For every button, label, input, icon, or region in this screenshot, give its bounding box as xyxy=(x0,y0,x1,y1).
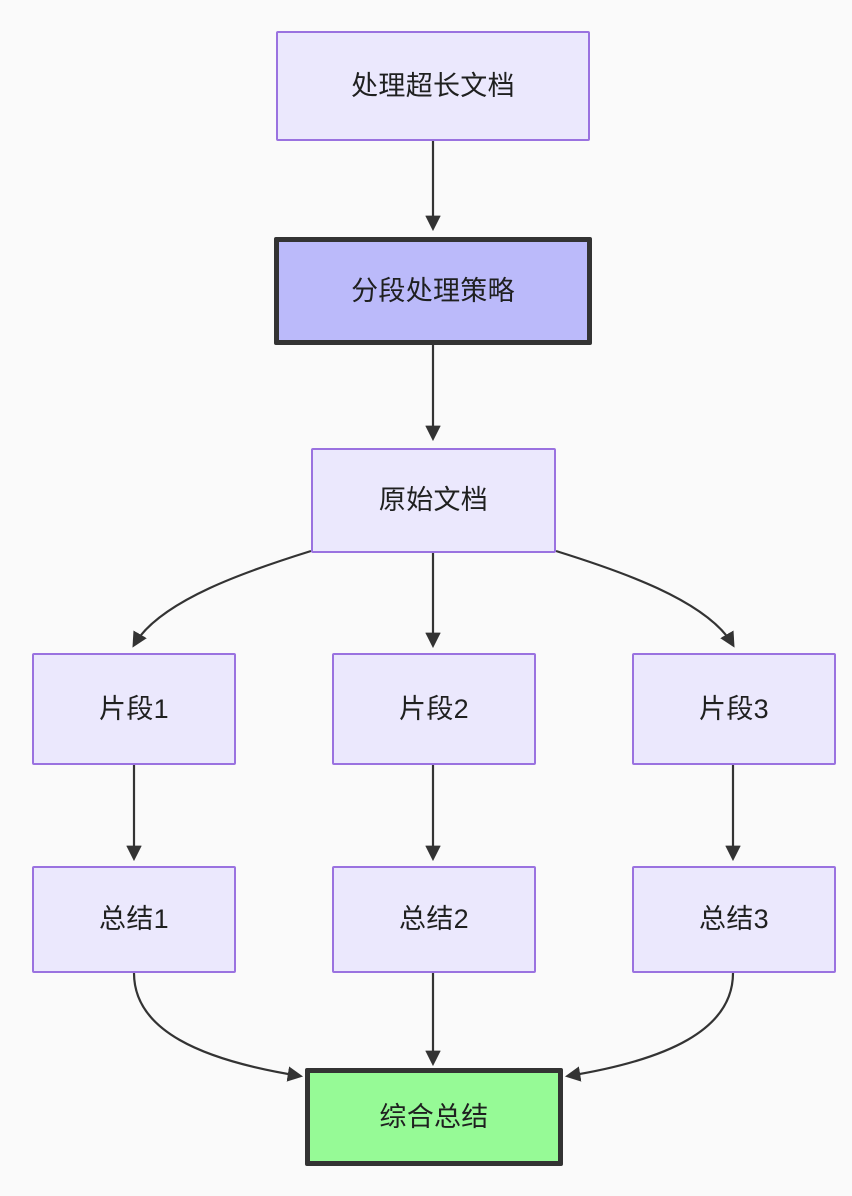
node-label: 片段2 xyxy=(399,693,469,724)
node-label: 片段1 xyxy=(99,693,169,724)
node-label: 总结3 xyxy=(699,904,769,935)
edge-n7-n10 xyxy=(132,972,304,1082)
edge-n3-n6 xyxy=(555,549,735,648)
node-label: 综合总结 xyxy=(379,1101,489,1132)
node-label: 原始文档 xyxy=(378,485,489,516)
node-segment-2[interactable]: 片段2 xyxy=(332,653,536,765)
node-segment-3[interactable]: 片段3 xyxy=(632,653,836,765)
node-summary-2[interactable]: 总结2 xyxy=(332,866,536,973)
node-label: 片段3 xyxy=(699,693,769,724)
node-original-document[interactable]: 原始文档 xyxy=(311,448,556,553)
node-label: 总结1 xyxy=(99,904,169,935)
edge-n9-n10 xyxy=(564,972,735,1082)
node-label: 分段处理策略 xyxy=(351,275,515,306)
edge-n3-n4 xyxy=(132,549,312,648)
node-segment-1[interactable]: 片段1 xyxy=(32,653,236,765)
node-summary-1[interactable]: 总结1 xyxy=(32,866,236,973)
node-summary-3[interactable]: 总结3 xyxy=(632,866,836,973)
node-label: 处理超长文档 xyxy=(351,70,515,101)
node-process-long-document[interactable]: 处理超长文档 xyxy=(276,31,590,141)
node-label: 总结2 xyxy=(399,904,469,935)
node-comprehensive-summary[interactable]: 综合总结 xyxy=(305,1068,563,1166)
node-chunking-strategy[interactable]: 分段处理策略 xyxy=(274,237,592,345)
